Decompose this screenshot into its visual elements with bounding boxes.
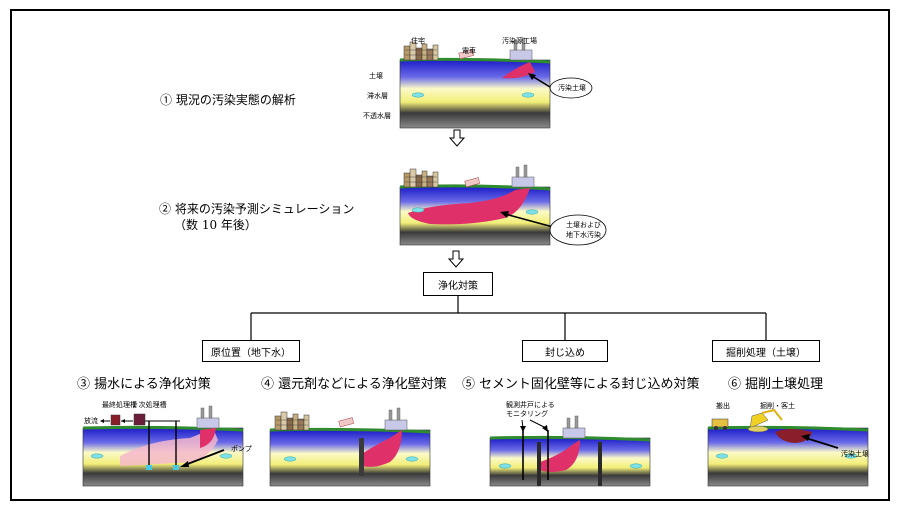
tree-branch-insitu: 原位置（地下水）: [202, 340, 300, 362]
step-2-label: ② 将来の汚染予測シミュレーション: [159, 202, 355, 216]
soil-groundwater-callout-line1: 土壌および: [566, 221, 601, 229]
pump-label: ポンプ: [231, 445, 252, 453]
tree-branch-containment: 封じ込め: [522, 340, 608, 362]
carry-out-label: 搬出: [716, 402, 730, 410]
diagram-containment: [489, 415, 651, 487]
monitoring-label-line2: モニタリング: [506, 410, 548, 418]
diagram-pumping: [82, 405, 244, 487]
method-5-title: ⑤ セメント固化壁等による封じ込め対策: [462, 377, 700, 392]
soil-label: 土壌: [369, 72, 383, 80]
diagram-future-simulation: [399, 164, 607, 246]
excavate-label: 掘削・客土: [760, 402, 795, 410]
tree-branch-excavation: 掘削処理（土壌）: [712, 340, 820, 362]
contaminated-soil-label-6: 汚染土壌: [841, 450, 869, 458]
soil-groundwater-callout-line2: 地下水汚染: [566, 231, 601, 239]
contaminated-soil-callout: 汚染土壌: [558, 84, 586, 92]
diagram-reactive-wall: [269, 407, 431, 487]
final-tank-label: 最終処理槽: [102, 401, 137, 409]
monitoring-label-line1: 観測井戸による: [506, 401, 555, 409]
tree-root-purification: 浄化対策: [423, 272, 493, 296]
aquitard-label: 不透水層: [363, 112, 391, 120]
diagram-current-state: [399, 37, 593, 129]
method-4-title: ④ 還元剤などによる浄化壁対策: [261, 377, 447, 392]
first-tank-label: 1 次処理槽: [132, 401, 167, 409]
method-3-title: ③ 揚水による浄化対策: [77, 377, 211, 392]
step-1-label: ① 現況の汚染実態の解析: [160, 93, 296, 107]
aquifer-label: 滞水層: [367, 92, 388, 100]
diagram-frame: [10, 9, 890, 501]
houses-label: 住宅: [411, 37, 425, 45]
tree-connectors: [250, 296, 767, 340]
step-2-sublabel: （数 10 年後）: [174, 218, 257, 232]
factory-label: 汚染源工場: [502, 37, 537, 45]
method-6-title: ⑥ 掘削土壌処理: [728, 377, 824, 392]
diagram-excavation: [707, 408, 869, 487]
train-label: 電車: [462, 47, 476, 55]
discharge-label: 放流: [84, 417, 98, 425]
